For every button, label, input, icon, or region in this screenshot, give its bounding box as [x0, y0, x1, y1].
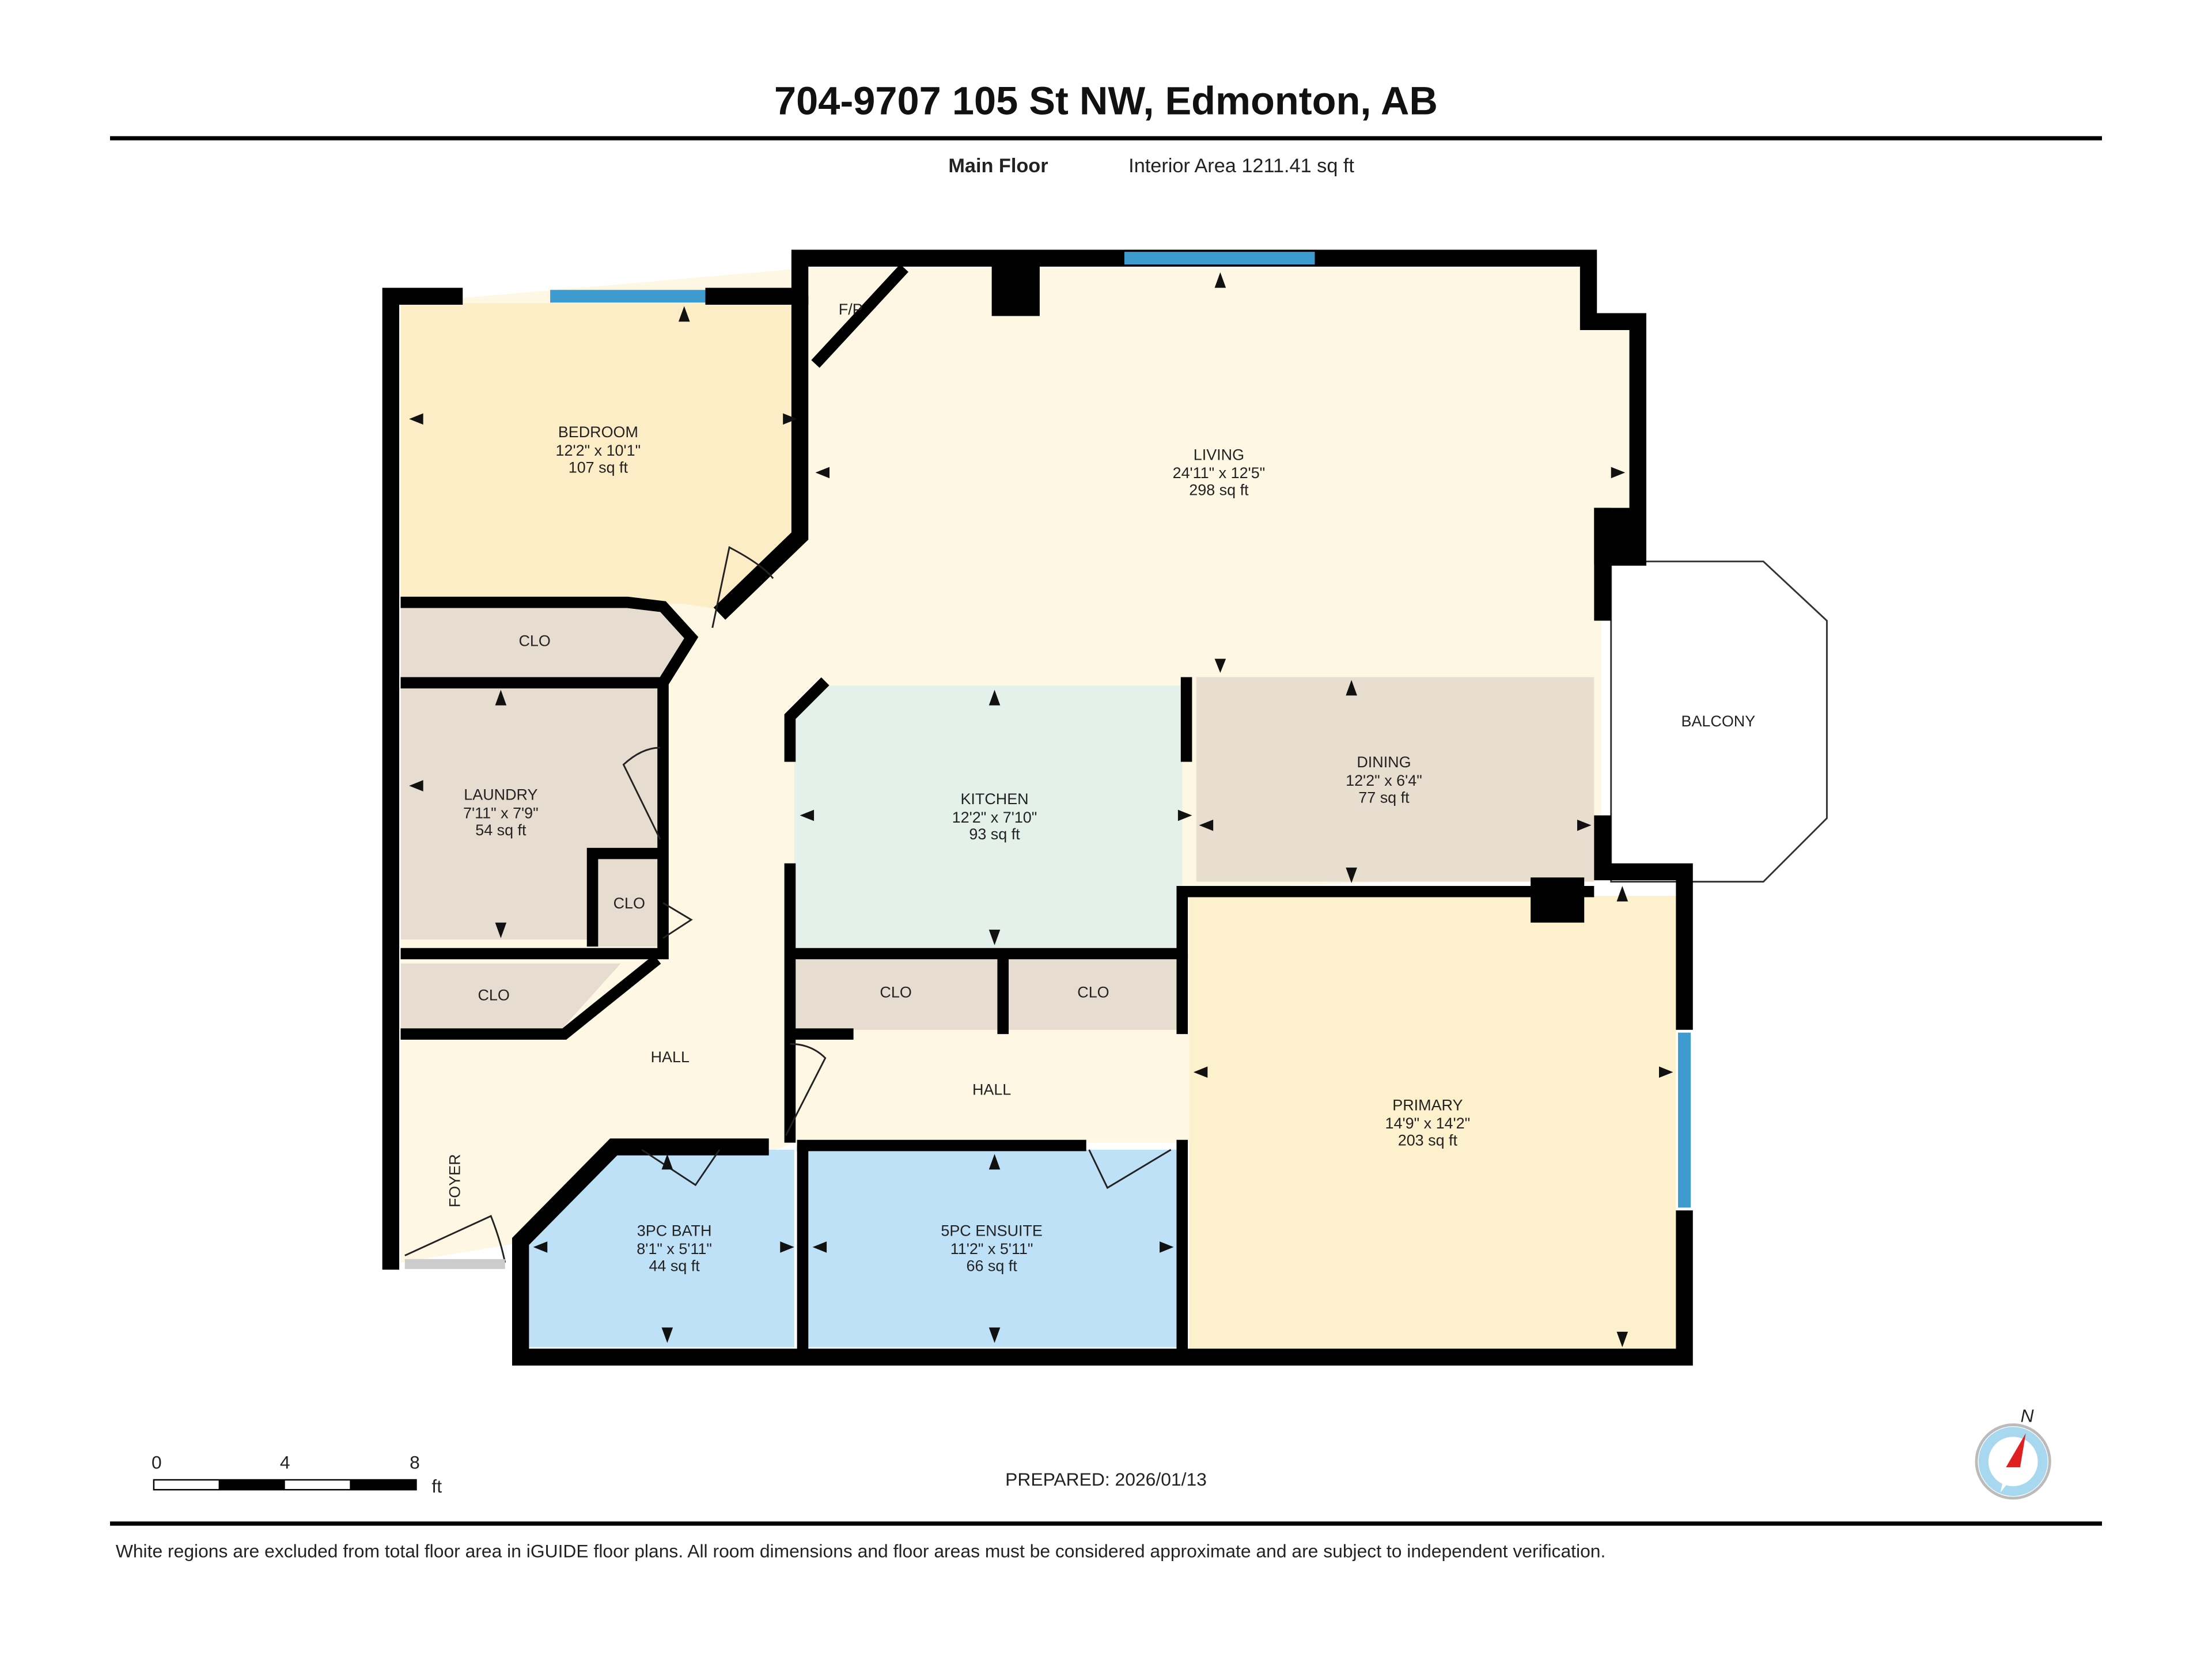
label-bedroom: BEDROOM 12'2" x 10'1" 107 sq ft: [556, 423, 641, 476]
svg-text:N: N: [2021, 1406, 2034, 1426]
svg-text:66 sq ft: 66 sq ft: [966, 1257, 1017, 1275]
disclaimer: White regions are excluded from total fl…: [116, 1541, 1606, 1562]
closet-5: [1009, 959, 1178, 1030]
svg-text:24'11" x 12'5": 24'11" x 12'5": [1173, 464, 1266, 482]
svg-text:8'1" x 5'11": 8'1" x 5'11": [637, 1240, 712, 1257]
svg-text:11'2" x 5'11": 11'2" x 5'11": [950, 1240, 1033, 1257]
svg-text:5PC ENSUITE: 5PC ENSUITE: [941, 1222, 1043, 1239]
label-kitchen: KITCHEN 12'2" x 7'10" 93 sq ft: [952, 790, 1037, 843]
svg-text:KITCHEN: KITCHEN: [960, 790, 1028, 808]
label-closet-4: CLO: [880, 983, 911, 1001]
floor-label: Main Floor: [948, 155, 1048, 177]
room-dining: [1196, 677, 1594, 882]
label-dining: DINING 12'2" x 6'4" 77 sq ft: [1346, 753, 1422, 806]
compass-icon: N: [1975, 1406, 2051, 1500]
label-primary: PRIMARY 14'9" x 14'2" 203 sq ft: [1385, 1096, 1471, 1149]
walls: [382, 249, 1693, 1366]
label-closet-2: CLO: [613, 895, 645, 912]
closet-2: [598, 853, 661, 947]
label-living: LIVING 24'11" x 12'5" 298 sq ft: [1173, 446, 1266, 498]
svg-text:LIVING: LIVING: [1194, 446, 1244, 463]
label-closet-5: CLO: [1077, 983, 1109, 1001]
interior-area: Interior Area 1211.41 sq ft: [1128, 155, 1354, 177]
svg-text:0: 0: [151, 1452, 162, 1472]
svg-text:203 sq ft: 203 sq ft: [1398, 1132, 1458, 1149]
label-laundry: LAUNDRY 7'11" x 7'9" 54 sq ft: [463, 786, 539, 839]
label-hall-b: HALL: [972, 1081, 1011, 1098]
svg-text:54 sq ft: 54 sq ft: [475, 821, 527, 839]
svg-text:4: 4: [280, 1452, 290, 1472]
svg-text:14'9" x 14'2": 14'9" x 14'2": [1385, 1115, 1471, 1132]
prepared-date: PREPARED: 2026/01/13: [1005, 1469, 1207, 1490]
label-closet-1: CLO: [518, 632, 550, 650]
closet-1: [400, 607, 689, 677]
label-hall-a: HALL: [651, 1048, 690, 1066]
svg-text:77 sq ft: 77 sq ft: [1358, 789, 1410, 806]
svg-text:298 sq ft: 298 sq ft: [1189, 482, 1249, 499]
dimension-arrows: [409, 272, 1673, 1347]
room-balcony: [1610, 560, 1828, 883]
svg-text:BEDROOM: BEDROOM: [558, 423, 638, 441]
page-title: 704-9707 105 St NW, Edmonton, AB: [774, 78, 1438, 123]
svg-text:ft: ft: [431, 1476, 442, 1497]
svg-text:12'2" x 6'4": 12'2" x 6'4": [1346, 772, 1422, 789]
doors[interactable]: [404, 546, 1172, 1269]
svg-text:107 sq ft: 107 sq ft: [569, 459, 628, 476]
closet-3: [400, 963, 621, 1035]
svg-text:LAUNDRY: LAUNDRY: [464, 786, 537, 804]
svg-text:8: 8: [410, 1452, 420, 1472]
closet-4: [794, 959, 998, 1030]
room-primary: [1189, 896, 1676, 1352]
label-balcony: BALCONY: [1681, 713, 1756, 730]
label-foyer: FOYER: [446, 1154, 463, 1207]
svg-text:7'11" x 7'9": 7'11" x 7'9": [463, 804, 539, 821]
svg-text:12'2" x 7'10": 12'2" x 7'10": [952, 809, 1037, 826]
svg-text:DINING: DINING: [1357, 753, 1411, 771]
label-fireplace: F/P: [839, 301, 863, 318]
label-closet-3: CLO: [478, 986, 509, 1003]
label-5pc-ensuite: 5PC ENSUITE 11'2" x 5'11" 66 sq ft: [941, 1222, 1043, 1274]
room-bedroom: [400, 303, 797, 609]
svg-text:12'2" x 10'1": 12'2" x 10'1": [556, 442, 641, 459]
label-3pc-bath: 3PC BATH 8'1" x 5'11" 44 sq ft: [637, 1222, 712, 1274]
svg-text:3PC BATH: 3PC BATH: [637, 1222, 712, 1239]
svg-text:PRIMARY: PRIMARY: [1392, 1096, 1463, 1113]
svg-text:44 sq ft: 44 sq ft: [649, 1257, 700, 1275]
scale-bar: 0 4 8 ft: [151, 1452, 442, 1497]
room-kitchen: [794, 685, 1183, 948]
room-3pc-bath: [529, 1149, 794, 1347]
svg-text:93 sq ft: 93 sq ft: [969, 825, 1020, 843]
